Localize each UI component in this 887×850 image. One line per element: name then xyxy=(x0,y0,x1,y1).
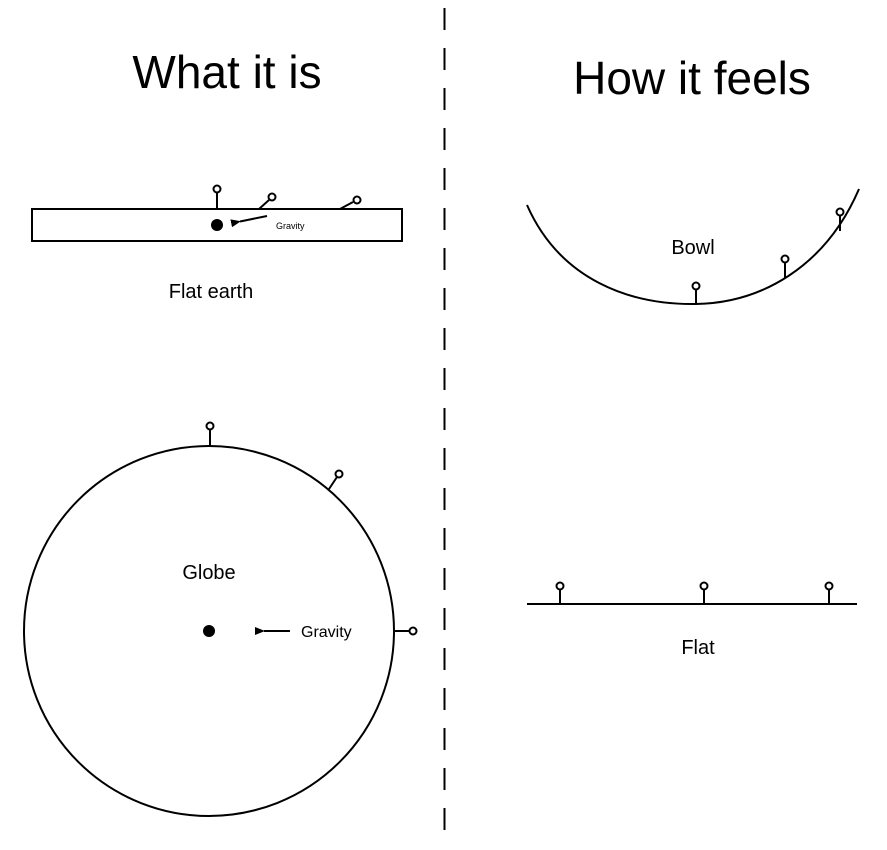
pin-figure xyxy=(691,281,701,304)
flat-earth-diagram: Gravity Flat earth xyxy=(31,184,403,303)
pin-figure xyxy=(394,626,418,636)
pin-figure xyxy=(835,207,845,231)
pin-figure xyxy=(212,184,222,209)
flat-caption: Flat xyxy=(681,637,715,659)
gravity-center-dot xyxy=(203,625,215,637)
gravity-label: Gravity xyxy=(301,624,352,641)
globe-label: Globe xyxy=(182,562,235,584)
pin-figure xyxy=(339,195,362,210)
gravity-label: Gravity xyxy=(276,221,305,231)
pin-figure xyxy=(780,254,790,278)
pin-figure xyxy=(328,469,344,490)
bowl-diagram: Bowl xyxy=(526,188,860,306)
pin-figure xyxy=(555,581,565,604)
heading-how-it-feels: How it feels xyxy=(573,52,811,104)
pin-figure xyxy=(205,421,215,446)
gravity-arrow xyxy=(230,215,268,228)
flat-diagram: Flat xyxy=(527,581,857,659)
pin-figure xyxy=(699,581,709,604)
heading-what-it-is: What it is xyxy=(132,46,321,98)
flat-earth-caption: Flat earth xyxy=(169,281,253,303)
pin-figure xyxy=(824,581,834,604)
bowl-label: Bowl xyxy=(671,237,714,259)
globe-diagram: Globe Gravity xyxy=(23,421,418,817)
gravity-center-dot xyxy=(211,219,223,231)
pin-figure xyxy=(258,192,277,210)
